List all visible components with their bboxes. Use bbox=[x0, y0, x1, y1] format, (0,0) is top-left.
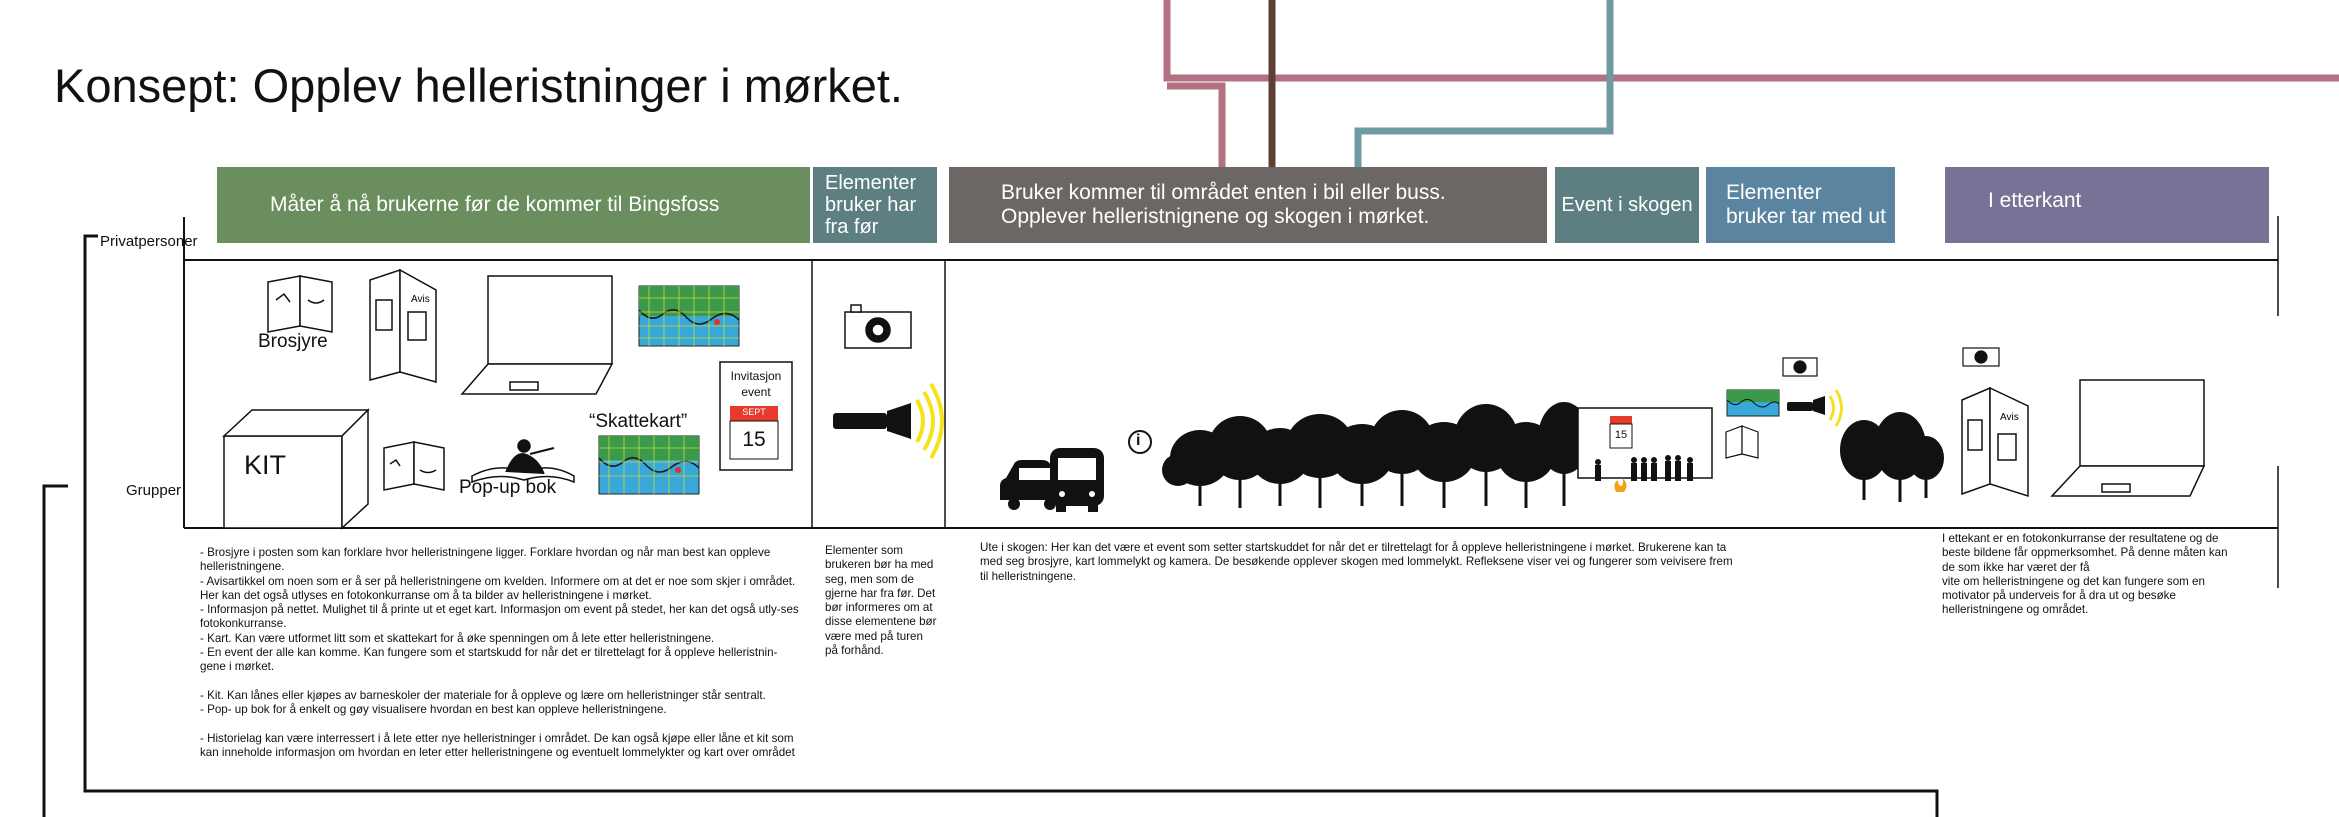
page-title: Konsept: Opplev helleristninger i mørket… bbox=[54, 59, 903, 112]
header-existing-elements: Elementer bruker har fra før bbox=[813, 167, 937, 243]
calendar-day-label: 15 bbox=[742, 428, 766, 451]
description-existing-elements: Elementer som brukeren bør ha med seg, m… bbox=[825, 544, 937, 658]
afterwards-newspaper-icon bbox=[1961, 386, 2029, 498]
rose-connector-line bbox=[1163, 0, 2339, 82]
description-arrival: Ute i skogen: Her kan det være et event … bbox=[980, 541, 1733, 583]
small-camera-icon bbox=[1782, 357, 1818, 377]
rose-drop-line bbox=[1167, 82, 1226, 168]
online-map-icon bbox=[638, 285, 740, 347]
header-afterwards-text: I etterkant bbox=[1988, 189, 2082, 212]
camera-icon bbox=[844, 304, 912, 349]
newspaper-icon bbox=[369, 268, 437, 383]
laptop-icon bbox=[460, 275, 614, 395]
forest-silhouette bbox=[1162, 402, 1590, 508]
header-take-out-elements-text: Elementer bruker tar med ut bbox=[1726, 181, 1886, 228]
small-brochure-takeout-icon bbox=[1725, 425, 1759, 459]
header-arrival-text: Bruker kommer til området enten i bil el… bbox=[1001, 181, 1446, 228]
popup-book-label: Pop-up bok bbox=[459, 477, 557, 498]
calendar-month-label: SEPT bbox=[742, 407, 766, 417]
header-afterwards: I etterkant bbox=[1945, 167, 2269, 243]
small-tree-icon bbox=[1840, 412, 1944, 502]
treasure-map-icon bbox=[598, 435, 700, 495]
row-label-private: Privatpersoner bbox=[100, 233, 198, 250]
header-take-out-elements: Elementer bruker tar med ut bbox=[1706, 167, 1895, 243]
description-reach-users: - Brosjyre i posten som kan forklare hvo… bbox=[200, 546, 799, 760]
invitation-label: Invitasjon event bbox=[730, 369, 782, 399]
treasure-map-label: “Skattekart” bbox=[589, 411, 688, 432]
kit-label: KIT bbox=[244, 450, 287, 480]
description-afterwards: I ettekant er en fotokonkurranse der res… bbox=[1942, 532, 2228, 617]
small-brochure-icon bbox=[383, 441, 445, 491]
bus-icon bbox=[1050, 448, 1104, 512]
event-poster-icon bbox=[1577, 407, 1713, 492]
popup-book-icon bbox=[471, 439, 575, 484]
flashlight-icon bbox=[833, 382, 944, 460]
header-reach-users-text: Måter å nå brukerne før de kommer til Bi… bbox=[270, 193, 720, 216]
car-icon bbox=[1000, 460, 1064, 510]
small-map-icon bbox=[1726, 389, 1780, 417]
afterwards-camera-icon bbox=[1962, 347, 2000, 367]
kit-box-icon bbox=[222, 408, 370, 530]
row-label-groups: Grupper bbox=[126, 482, 182, 499]
header-event-text: Event i skogen bbox=[1561, 194, 1693, 216]
header-existing-elements-text: Elementer bruker har fra før bbox=[825, 172, 917, 238]
invitation-card-icon bbox=[719, 361, 793, 471]
header-arrival: Bruker kommer til området enten i bil el… bbox=[949, 167, 1547, 243]
brochure-icon bbox=[267, 275, 333, 333]
header-reach-users: Måter å nå brukerne før de kommer til Bi… bbox=[217, 167, 810, 243]
brochure-label: Brosjyre bbox=[258, 331, 328, 352]
inner-bracket bbox=[83, 234, 1939, 817]
tree-group bbox=[1162, 402, 1590, 486]
afterwards-laptop-icon bbox=[2050, 379, 2206, 497]
header-event: Event i skogen bbox=[1555, 167, 1699, 243]
info-letter: i bbox=[1136, 432, 1141, 449]
afterwards-newspaper-word: Avis bbox=[2000, 412, 2019, 423]
newspaper-word: Avis bbox=[411, 294, 430, 305]
teal-connector-line bbox=[1354, 0, 1614, 168]
info-icon bbox=[1128, 430, 1152, 454]
event-calendar-day-label: 15 bbox=[1614, 429, 1628, 441]
outer-bracket bbox=[42, 484, 68, 817]
small-flashlight-icon bbox=[1787, 389, 1843, 427]
